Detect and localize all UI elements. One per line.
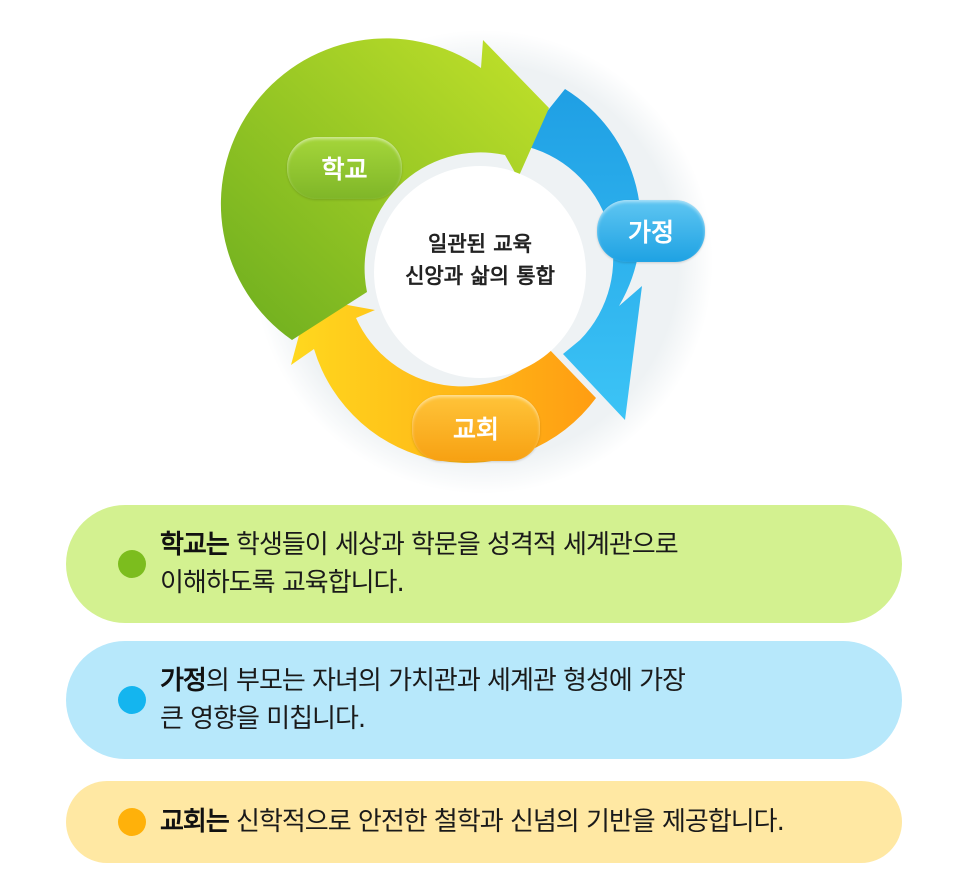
church-text-line1: 신학적으로 안전한 철학과 신념의 기반을 제공합니다. xyxy=(228,807,785,837)
description-card-school: 학교는 학생들이 세상과 학문을 성격적 세계관으로 이해하도록 교육합니다. xyxy=(66,505,902,623)
school-text-line2: 이해하도록 교육합니다. xyxy=(160,568,405,598)
node-home: 가정 xyxy=(597,200,705,262)
center-label-line1: 일관된 교육 xyxy=(428,232,532,256)
home-text-line2: 큰 영향을 미칩니다. xyxy=(160,704,366,734)
church-bullet-icon xyxy=(118,808,146,836)
home-text-line1: 의 부모는 자녀의 가치관과 세계관 형성에 가장 xyxy=(205,666,686,696)
church-keyword: 교회는 xyxy=(160,807,230,837)
description-church: 교회는 신학적으로 안전한 철학과 신념의 기반을 제공합니다. xyxy=(160,803,785,841)
description-card-church: 교회는 신학적으로 안전한 철학과 신념의 기반을 제공합니다. xyxy=(66,781,902,863)
description-card-home: 가정의 부모는 자녀의 가치관과 세계관 형성에 가장 큰 영향을 미칩니다. xyxy=(66,641,902,759)
school-keyword: 학교는 xyxy=(160,530,230,560)
node-church: 교회 xyxy=(412,395,540,461)
center-circle xyxy=(374,166,586,378)
description-school: 학교는 학생들이 세상과 학문을 성격적 세계관으로 이해하도록 교육합니다. xyxy=(160,526,679,602)
cycle-arrow-home xyxy=(520,89,642,420)
center-label-line2: 신앙과 삶의 통합 xyxy=(405,264,555,288)
home-keyword: 가정 xyxy=(160,666,207,696)
node-school: 학교 xyxy=(287,137,402,199)
center-label: 일관된 교육 신앙과 삶의 통합 xyxy=(380,228,580,292)
cycle-diagram: 일관된 교육 신앙과 삶의 통합 학교 가정 교회 xyxy=(220,30,713,494)
school-bullet-icon xyxy=(118,550,146,578)
home-bullet-icon xyxy=(118,686,146,714)
school-text-line1: 학생들이 세상과 학문을 성격적 세계관으로 xyxy=(228,530,679,560)
description-home: 가정의 부모는 자녀의 가치관과 세계관 형성에 가장 큰 영향을 미칩니다. xyxy=(160,662,686,738)
